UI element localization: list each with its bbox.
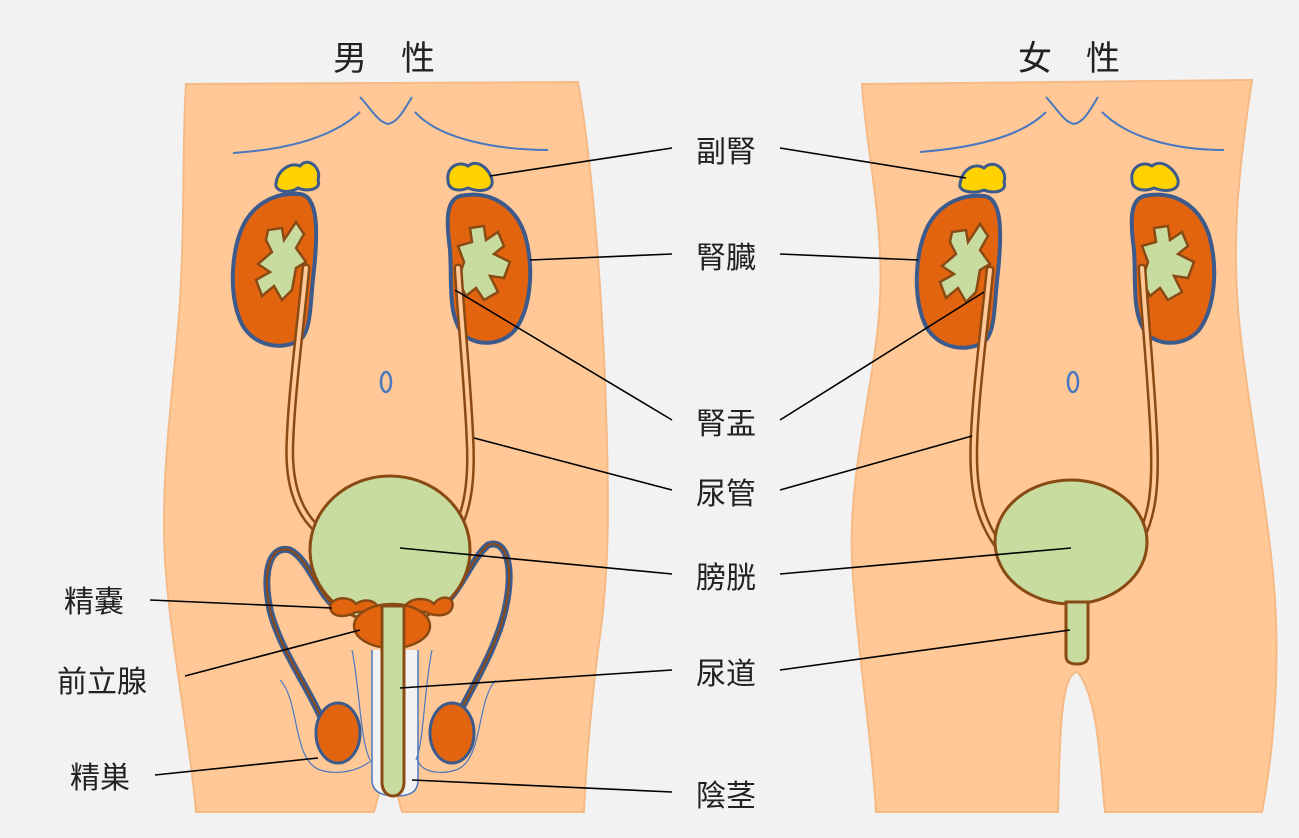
female-figure <box>850 78 1278 813</box>
label-seminal-vesicle: 精嚢 <box>64 585 124 620</box>
labels: 副腎 腎臓 腎盂 尿管 膀胱 尿道 陰茎 精嚢 前立腺 精巣 <box>57 135 756 814</box>
female-ureter-left-inner <box>1138 266 1157 542</box>
leader-lines <box>149 147 1072 793</box>
leader-seminal-vesicle <box>149 599 333 609</box>
leader-bladder-male <box>399 547 673 575</box>
leader-ureter-female <box>779 435 973 491</box>
male-scrotum-right <box>279 679 373 773</box>
male-scrotum-inner-left <box>415 649 433 761</box>
leader-ureter-male <box>473 437 673 491</box>
male-renal-pelvis-right <box>254 219 308 303</box>
male-adrenal-left <box>446 161 494 192</box>
label-penis: 陰茎 <box>696 779 756 814</box>
leader-bladder-female <box>779 547 1072 575</box>
titles: 男 性 女 性 <box>333 39 1120 79</box>
female-torso <box>850 78 1278 813</box>
label-testis: 精巣 <box>70 761 130 796</box>
title-female: 女 性 <box>1018 39 1120 79</box>
female-renal-pelvis-right <box>938 221 992 305</box>
leader-urethra-female <box>779 629 1071 671</box>
male-scrotum-left <box>417 679 497 773</box>
female-renal-pelvis-left <box>1140 224 1196 302</box>
label-kidney: 腎臓 <box>696 241 756 276</box>
male-ureter-left-inner <box>454 266 473 532</box>
male-scrotum-inner-right <box>351 649 371 761</box>
female-navel <box>1066 370 1080 394</box>
leader-testis <box>154 757 319 776</box>
leader-kidney-male <box>529 253 673 261</box>
female-clavicle-line <box>919 96 1225 153</box>
male-renal-pelvis-left <box>456 224 512 302</box>
male-navel <box>379 370 393 394</box>
leader-pelvis-female <box>779 291 985 421</box>
label-adrenal: 副腎 <box>696 135 756 170</box>
female-urethra <box>1064 600 1090 666</box>
male-figure <box>163 80 609 813</box>
title-male: 男 性 <box>333 39 435 79</box>
leader-pelvis-male <box>454 289 673 421</box>
male-ureter-right-inner <box>287 266 320 532</box>
leader-adrenal-female <box>779 147 967 179</box>
male-testis-right <box>314 701 362 765</box>
label-ureter: 尿管 <box>696 477 756 512</box>
female-bladder <box>993 478 1149 606</box>
male-adrenal-right <box>274 160 321 193</box>
leader-prostate <box>184 629 361 677</box>
leader-adrenal-male <box>489 147 673 177</box>
leader-urethra-male <box>399 669 673 689</box>
female-adrenal-left <box>1130 161 1180 192</box>
male-vas-right-inner <box>266 548 339 721</box>
label-bladder: 膀胱 <box>696 561 756 596</box>
leader-kidney-female <box>779 253 919 261</box>
label-urethra: 尿道 <box>696 657 756 692</box>
leader-penis <box>411 779 673 793</box>
female-ureter-right-inner <box>971 268 1000 547</box>
male-testis-left <box>428 701 476 765</box>
male-urethra <box>380 604 406 798</box>
female-adrenal-right <box>958 162 1007 194</box>
label-renal-pelvis: 腎盂 <box>696 407 756 442</box>
label-prostate: 前立腺 <box>57 665 147 700</box>
male-clavicle-line <box>232 96 549 154</box>
